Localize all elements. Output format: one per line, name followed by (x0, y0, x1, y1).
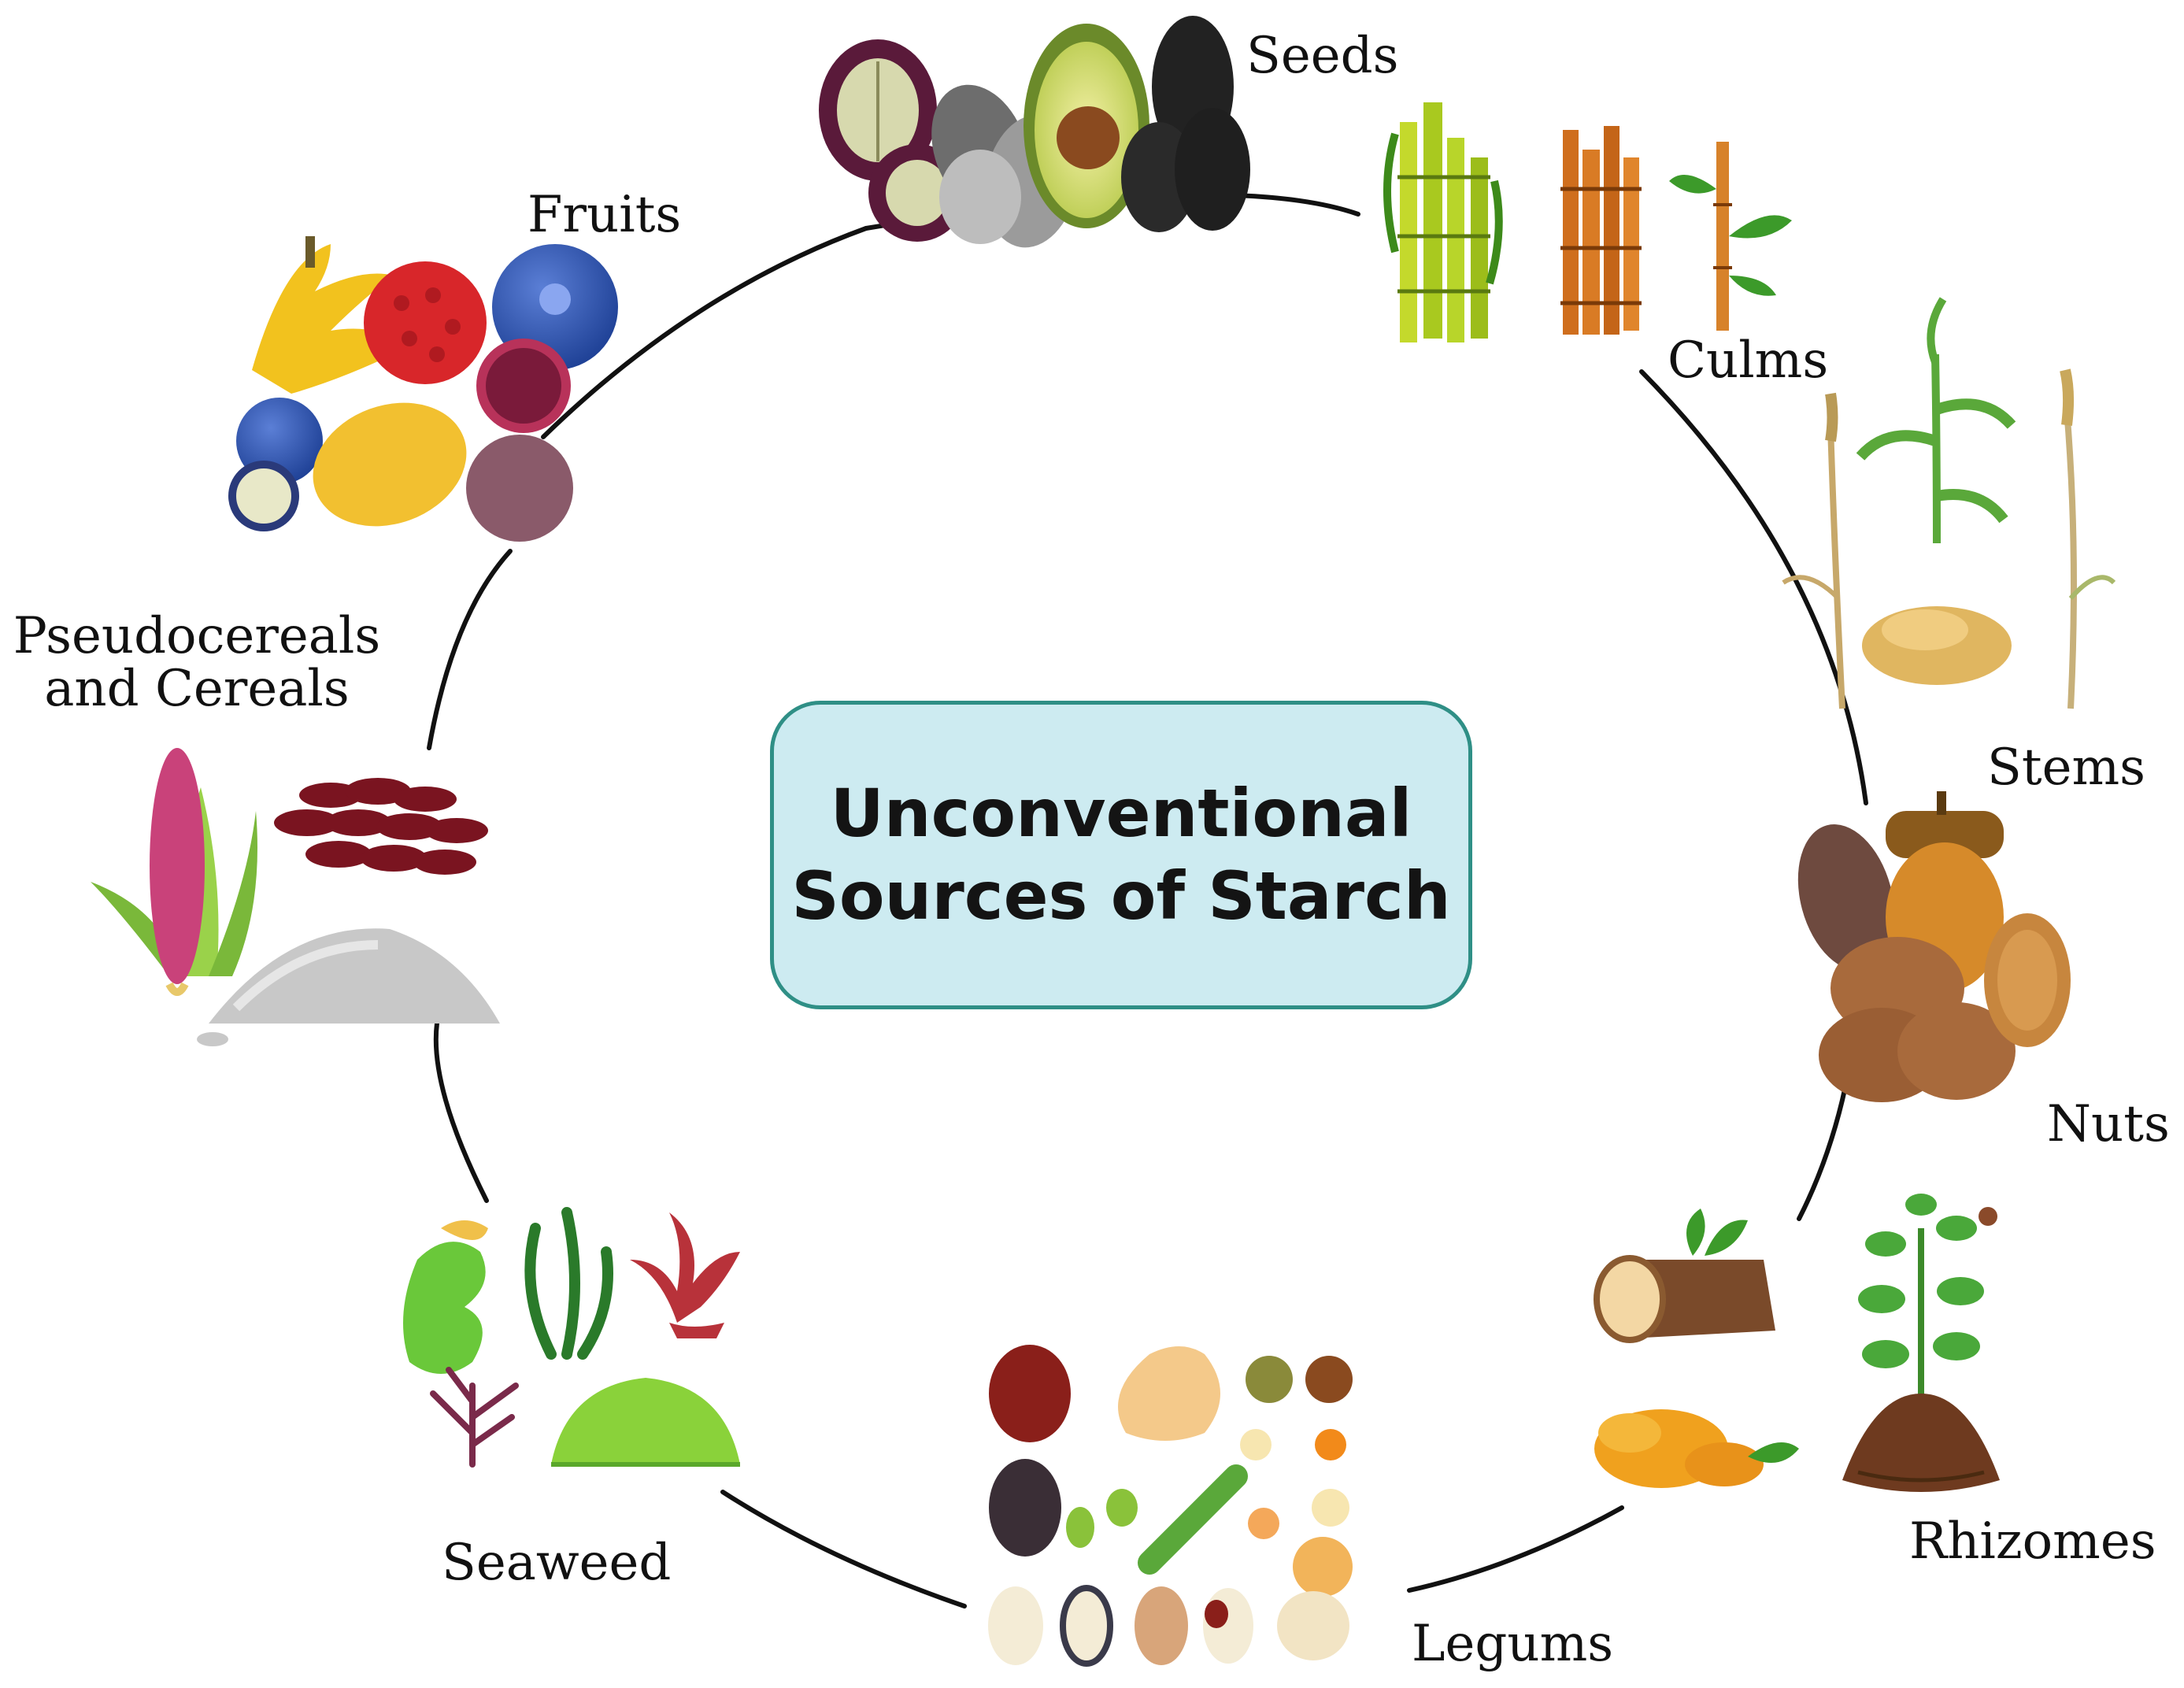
ring-arc-fruits-seeds (541, 226, 868, 439)
corn-and-grains-icon (91, 748, 500, 1046)
label-rhizomes: Rhizomes (1909, 1512, 2156, 1571)
label-pseudocereals-and-cereals: Pseudocereals and Cereals (13, 607, 381, 719)
seaweed-icon (403, 1207, 740, 1468)
label-seaweed: Seaweed (442, 1534, 672, 1592)
ring-arc-rhizomes-legums (1407, 1505, 1624, 1593)
fruits-icon (228, 236, 618, 542)
label-seeds: Seeds (1246, 27, 1399, 85)
seeds-icon (819, 16, 1250, 248)
ring-arc-seaweed-cereals (433, 1021, 489, 1203)
ring-arc-cereals-fruits (427, 549, 513, 750)
ring-arc-legums-seaweed (720, 1490, 967, 1608)
label-fruits: Fruits (527, 186, 682, 244)
label-legums: Legums (1412, 1615, 1614, 1673)
center-title-box: Unconventional Sources of Starch (770, 701, 1472, 1009)
label-nuts: Nuts (2047, 1095, 2170, 1153)
legumes-icon (988, 1345, 1353, 1667)
rhizomes-icon (1594, 1194, 2000, 1492)
diagram-title: Unconventional Sources of Starch (791, 775, 1451, 935)
label-culms: Culms (1668, 331, 1829, 390)
nuts-icon (1797, 791, 2071, 1102)
grain-stems-icon (1782, 297, 2116, 709)
bamboo-culms-icon (1383, 102, 1792, 342)
label-stems: Stems (1987, 738, 2145, 797)
